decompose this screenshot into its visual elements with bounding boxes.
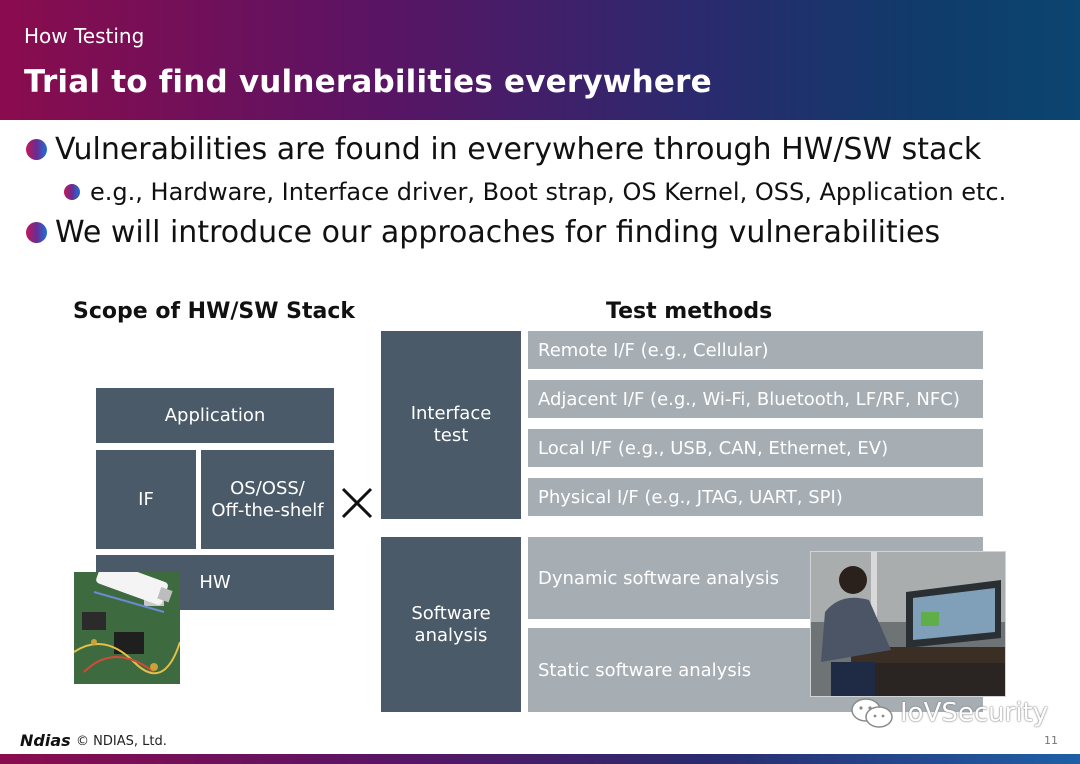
bullet-2: We will introduce our approaches for fin… bbox=[26, 215, 940, 250]
bullet-1-text: Vulnerabilities are found in everywhere … bbox=[55, 132, 982, 167]
interface-test-text: Interface test bbox=[410, 403, 492, 446]
stack-if-label: IF bbox=[138, 488, 154, 510]
page-number: 11 bbox=[1044, 734, 1058, 747]
method-remote-if: Remote I/F (e.g., Cellular) bbox=[528, 331, 983, 369]
bullet-1-sub-text: e.g., Hardware, Interface driver, Boot s… bbox=[90, 178, 1007, 206]
stack-if: IF bbox=[96, 450, 196, 549]
scope-heading: Scope of HW/SW Stack bbox=[73, 299, 356, 324]
bullet-dot-icon bbox=[26, 222, 47, 243]
stack-hw-label: HW bbox=[199, 571, 231, 593]
test-methods-heading: Test methods bbox=[606, 299, 773, 324]
method-physical-if: Physical I/F (e.g., JTAG, UART, SPI) bbox=[528, 478, 983, 516]
method-local-if-text: Local I/F (e.g., USB, CAN, Ethernet, EV) bbox=[538, 437, 889, 459]
method-physical-if-text: Physical I/F (e.g., JTAG, UART, SPI) bbox=[538, 486, 843, 508]
method-local-if: Local I/F (e.g., USB, CAN, Ethernet, EV) bbox=[528, 429, 983, 467]
stack-os-label: OS/OSS/ Off-the-shelf bbox=[211, 477, 324, 521]
method-adjacent-if-text: Adjacent I/F (e.g., Wi-Fi, Bluetooth, LF… bbox=[538, 388, 960, 410]
software-analysis-label: Software analysis bbox=[381, 537, 521, 712]
slide-header: How Testing Trial to find vulnerabilitie… bbox=[0, 0, 1080, 120]
copyright-text: © NDIAS, Ltd. bbox=[76, 734, 167, 749]
multiply-icon bbox=[341, 487, 373, 519]
bullet-dot-icon bbox=[64, 184, 80, 200]
method-static-analysis-text: Static software analysis bbox=[538, 659, 752, 681]
chat-bubble-icon bbox=[851, 698, 893, 728]
bullet-1-sub: e.g., Hardware, Interface driver, Boot s… bbox=[64, 178, 1006, 206]
stack-application-label: Application bbox=[164, 404, 266, 426]
method-adjacent-if: Adjacent I/F (e.g., Wi-Fi, Bluetooth, LF… bbox=[528, 380, 983, 418]
ndias-logo: Ndias bbox=[20, 731, 71, 750]
stack-os: OS/OSS/ Off-the-shelf bbox=[201, 450, 334, 549]
slide-title: Trial to find vulnerabilities everywhere bbox=[24, 64, 712, 100]
watermark-text: IoVSecurity bbox=[900, 698, 1049, 728]
software-analysis-text: Software analysis bbox=[411, 602, 491, 646]
bullet-1: Vulnerabilities are found in everywhere … bbox=[26, 132, 981, 167]
method-static-analysis: Static software analysis bbox=[528, 628, 983, 712]
method-remote-if-text: Remote I/F (e.g., Cellular) bbox=[538, 339, 769, 361]
stack-application: Application bbox=[96, 388, 334, 443]
person-at-workstation-photo bbox=[810, 551, 1006, 697]
circuit-board-photo bbox=[74, 572, 180, 684]
section-label: How Testing bbox=[24, 24, 145, 48]
bottom-bar bbox=[0, 754, 1080, 764]
bullet-2-text: We will introduce our approaches for fin… bbox=[55, 215, 941, 250]
method-dynamic-analysis-text: Dynamic software analysis bbox=[538, 567, 780, 589]
watermark: IoVSecurity bbox=[850, 697, 1048, 729]
bullet-dot-icon bbox=[26, 139, 47, 160]
interface-test-label: Interface test bbox=[381, 331, 521, 519]
